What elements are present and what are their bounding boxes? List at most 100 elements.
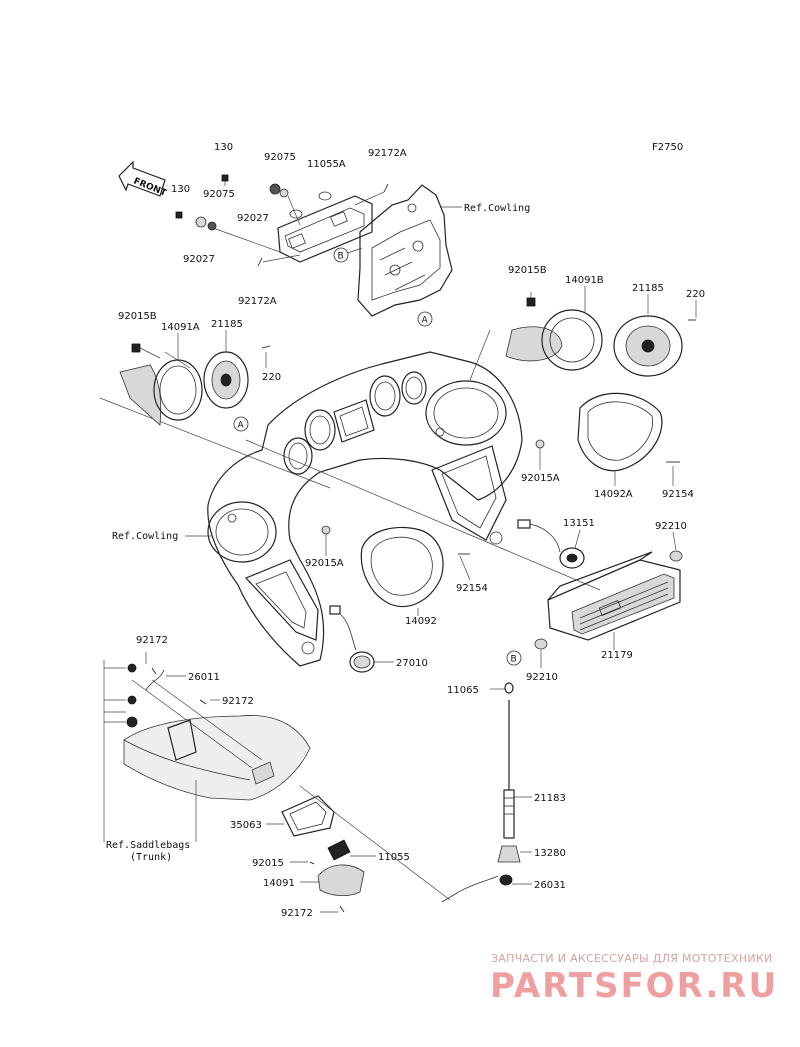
part-label-14092: 14092 — [405, 616, 437, 627]
front-arrow-icon: FRONT — [118, 160, 168, 199]
part-label-14091: 14091 — [263, 878, 295, 889]
part-label-21183: 21183 — [534, 793, 566, 804]
grommet-icon — [321, 525, 331, 535]
speaker-grille-ring — [541, 309, 603, 371]
hinge-icon — [167, 719, 197, 761]
callout-b-label: B — [338, 252, 344, 262]
antenna-tip-icon — [504, 682, 514, 694]
upper-bracket-group — [175, 174, 389, 267]
display-icon — [333, 399, 375, 443]
gauge-icon — [401, 371, 427, 405]
part-label-92027: 92027 — [237, 213, 269, 224]
part-label-92015b: 92015B — [508, 265, 547, 276]
part-label-92075: 92075 — [264, 152, 296, 163]
bolt-icon — [175, 211, 183, 219]
grommet-icon — [534, 638, 548, 650]
callout-b-label: B — [511, 655, 517, 665]
lower-panel — [244, 559, 319, 641]
grommet-icon — [195, 216, 207, 228]
washer-icon — [318, 191, 332, 201]
part-label-92210: 92210 — [655, 521, 687, 532]
part-label-11055a: 11055A — [307, 159, 346, 170]
part-label-27010: 27010 — [396, 658, 428, 669]
speaker-icon — [613, 315, 683, 377]
antenna-group — [441, 682, 532, 903]
callout-b-icon — [333, 247, 349, 263]
speaker-opening-right — [425, 380, 507, 446]
part-label-21179: 21179 — [601, 650, 633, 661]
speaker-opening-left — [207, 501, 277, 563]
part-label-92027: 92027 — [183, 254, 215, 265]
grille-14092a — [535, 392, 680, 486]
bracket-35063 — [281, 795, 335, 837]
ref-cowling-top-label: Ref.Cowling — [464, 203, 530, 214]
part-label-11055: 11055 — [378, 852, 410, 863]
trunk-bracket-group — [103, 652, 451, 913]
part-label-11065: 11065 — [447, 685, 479, 696]
part-label-92075: 92075 — [203, 189, 235, 200]
gauge-icon — [304, 409, 336, 451]
diagram-code: F2750 — [652, 142, 683, 153]
part-label-14092a: 14092A — [594, 489, 633, 500]
nut-icon — [327, 839, 351, 861]
part-label-21185: 21185 — [632, 283, 664, 294]
speaker-grille-ring — [153, 359, 203, 421]
part-label-35063: 35063 — [230, 820, 262, 831]
part-label-21185: 21185 — [211, 319, 243, 330]
ref-saddlebags-trunk-label: (Trunk) — [130, 852, 172, 863]
part-label-92210: 92210 — [526, 672, 558, 683]
audio-unit — [534, 531, 683, 668]
left-speaker-group — [119, 330, 271, 426]
right-speaker-group — [505, 286, 697, 377]
part-label-92172: 92172 — [222, 696, 254, 707]
part-label-92015b: 92015B — [118, 311, 157, 322]
part-label-92154: 92154 — [662, 489, 694, 500]
part-label-92172a: 92172A — [238, 296, 277, 307]
connector-icon — [517, 519, 531, 529]
part-label-130: 130 — [214, 142, 233, 153]
part-label-14091a: 14091A — [161, 322, 200, 333]
grille-14092 — [321, 525, 471, 616]
part-label-92172: 92172 — [281, 908, 313, 919]
socket-icon — [559, 547, 585, 569]
part-label-220: 220 — [686, 289, 705, 300]
part-label-13280: 13280 — [534, 848, 566, 859]
pocket-opening — [431, 445, 507, 541]
wire-26011 — [145, 669, 165, 691]
part-label-220: 220 — [262, 372, 281, 383]
bolt-icon — [221, 174, 229, 182]
part-label-26011: 26011 — [188, 672, 220, 683]
grommet-icon — [269, 183, 281, 195]
part-label-92015: 92015 — [252, 858, 284, 869]
speaker-housing — [505, 326, 563, 362]
ref-saddlebags-label: Ref.Saddlebags — [106, 840, 190, 851]
part-label-130: 130 — [171, 184, 190, 195]
part-label-92154: 92154 — [456, 583, 488, 594]
part-label-92015a: 92015A — [305, 558, 344, 569]
part-label-26031: 26031 — [534, 880, 566, 891]
grommet-icon — [131, 343, 141, 353]
bracket-icon — [251, 761, 275, 785]
grommet-icon — [669, 550, 683, 562]
speaker-housing — [119, 364, 162, 426]
washer-icon — [289, 209, 303, 219]
grommet-icon — [535, 439, 545, 449]
part-label-92172: 92172 — [136, 635, 168, 646]
callout-a-icon — [417, 311, 433, 327]
bolt-icon — [127, 663, 137, 673]
accessory-socket — [517, 519, 585, 569]
inner-cowling-section — [357, 184, 453, 317]
nut-icon — [279, 188, 289, 198]
grommet-icon — [526, 297, 536, 307]
antenna-cable-icon — [499, 874, 513, 886]
watermark-logo: PARTSFOR.RU — [490, 966, 778, 1006]
gauge-icon — [369, 375, 401, 417]
part-label-14091b: 14091B — [565, 275, 604, 286]
part-label-92015a: 92015A — [521, 473, 560, 484]
callout-a-label: A — [422, 316, 429, 326]
cover-14091 — [317, 864, 365, 896]
trunk-section — [123, 715, 311, 801]
watermark-tagline: ЗАПЧАСТИ И АКСЕССУАРЫ ДЛЯ МОТОТЕХНИКИ — [491, 952, 773, 965]
front-arrow-label: FRONT — [132, 177, 168, 199]
washer-icon — [127, 695, 137, 705]
